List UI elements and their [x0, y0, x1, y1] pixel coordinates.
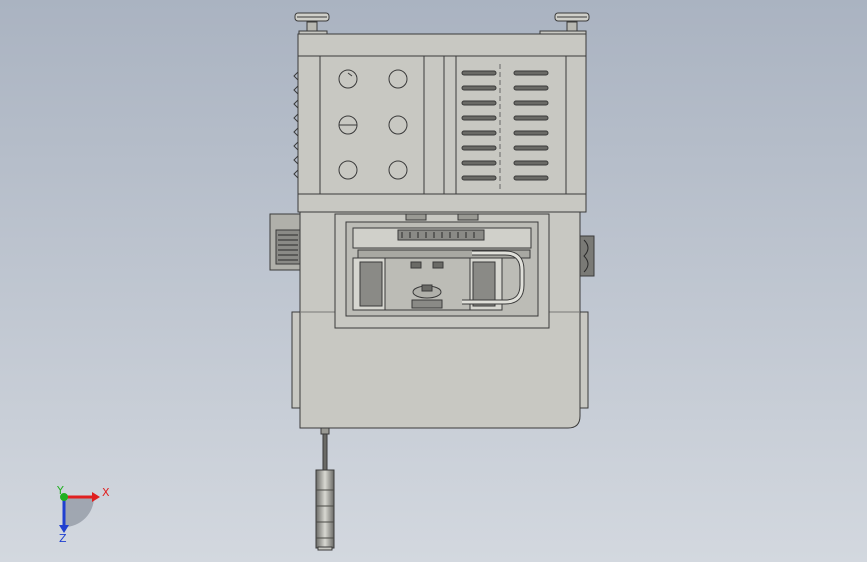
rotary-actuator	[410, 261, 444, 309]
side-fan-unit-left[interactable]	[269, 213, 301, 271]
x-axis-arrow	[64, 492, 100, 502]
y-axis-label: Y	[56, 484, 64, 497]
upper-housing	[293, 33, 587, 213]
x-axis-label: X	[102, 486, 110, 499]
y-axis-marker	[60, 493, 68, 501]
left-cooling-fins	[293, 71, 299, 179]
inspection-window	[334, 213, 550, 329]
push-rod[interactable]	[315, 427, 335, 551]
z-axis-label: Z	[59, 532, 67, 545]
orientation-triad: X Y Z	[56, 484, 110, 545]
vent-panel	[443, 55, 587, 195]
z-axis-arrow	[59, 497, 69, 533]
port-holes	[338, 69, 408, 180]
side-connector-right[interactable]	[579, 235, 595, 277]
triad-shadow	[64, 497, 94, 527]
machine-assembly[interactable]	[269, 12, 595, 551]
vent-slots	[461, 70, 549, 181]
top-knob-right[interactable]	[539, 12, 590, 36]
cable-loop	[462, 250, 525, 305]
connector-panel	[319, 55, 445, 195]
top-knob-left[interactable]	[294, 12, 330, 36]
